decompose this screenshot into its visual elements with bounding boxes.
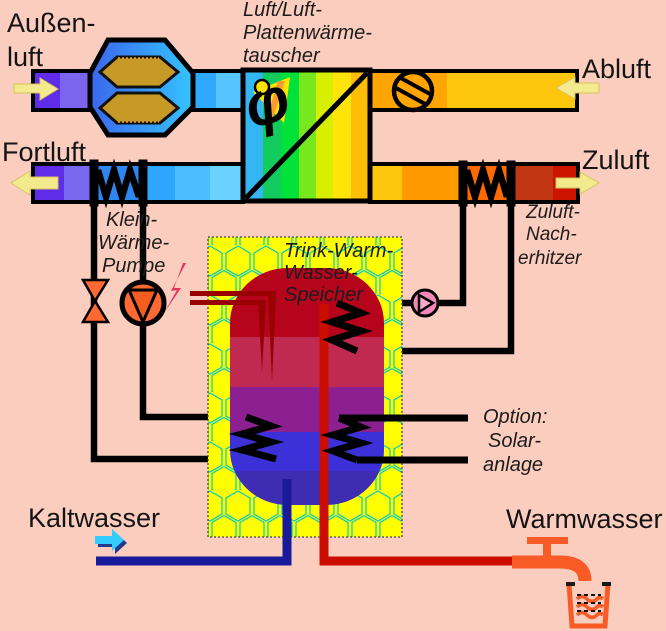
condenser-coil bbox=[228, 413, 285, 463]
label-warmwasser: Warmwasser bbox=[506, 504, 663, 534]
water-glass-icon bbox=[566, 582, 611, 629]
label-heat-exchanger: Luft/Luft- Plattenwärme- tauscher bbox=[243, 0, 372, 67]
label-aussenluft-2: luft bbox=[7, 42, 44, 72]
svg-text:Wärme-: Wärme- bbox=[98, 232, 169, 254]
expansion-valve bbox=[80, 278, 111, 324]
electric-lightning-icon bbox=[164, 263, 186, 313]
label-abluft: Abluft bbox=[582, 54, 652, 84]
faucet-icon bbox=[512, 537, 592, 582]
airflow-arrow-fortluft bbox=[10, 170, 59, 196]
airflow-arrow-abluft bbox=[555, 76, 600, 100]
solar-coil bbox=[320, 414, 468, 464]
svg-text:anlage: anlage bbox=[483, 454, 543, 476]
labels: Außen- luft Fortluft Abluft Zuluft Kaltw… bbox=[2, 0, 663, 534]
filter-hexagon-bottom bbox=[97, 91, 181, 125]
fan-icon bbox=[391, 69, 435, 113]
svg-text:Luft/Luft-: Luft/Luft- bbox=[243, 0, 322, 21]
svg-text:Nach-: Nach- bbox=[526, 224, 577, 245]
label-heat-pump: Klein- Wärme- Pumpe bbox=[98, 209, 169, 277]
label-kaltwasser: Kaltwasser bbox=[28, 503, 160, 533]
label-aussenluft: Außen- bbox=[7, 8, 96, 38]
cold-water-pipe bbox=[96, 479, 292, 566]
airflow-arrow-aussenluft bbox=[13, 77, 59, 101]
heat-pump-compressor bbox=[119, 279, 167, 327]
svg-text:Trink-Warm-: Trink-Warm- bbox=[284, 240, 394, 262]
cold-water-arrow bbox=[95, 529, 127, 554]
svg-text:Solar-: Solar- bbox=[488, 430, 541, 452]
degree-circle bbox=[253, 78, 271, 96]
airflow-arrow-zuluft bbox=[555, 171, 600, 195]
svg-text:Klein-: Klein- bbox=[106, 209, 157, 231]
label-zuluft: Zuluft bbox=[582, 145, 650, 175]
label-solar-option: Option: Solar- anlage bbox=[483, 406, 547, 476]
circulation-pump bbox=[410, 288, 440, 318]
svg-text:tauscher: tauscher bbox=[243, 45, 321, 67]
filter-hexagon-top bbox=[97, 55, 181, 89]
zuluft-reheater-coil bbox=[338, 158, 516, 355]
reheater-tank-coil bbox=[320, 299, 373, 355]
exhaust-air-duct bbox=[368, 69, 579, 113]
label-fortluft: Fortluft bbox=[2, 137, 87, 167]
electric-heater-element bbox=[190, 291, 276, 382]
svg-text:Option:: Option: bbox=[483, 406, 547, 428]
earth-heat-exchanger bbox=[87, 37, 196, 138]
label-tank: Trink-Warm- Wasser- Speicher bbox=[284, 240, 394, 306]
svg-text:Pumpe: Pumpe bbox=[102, 255, 165, 277]
svg-text:erhitzer: erhitzer bbox=[518, 248, 582, 269]
svg-text:Plattenwärme-: Plattenwärme- bbox=[243, 22, 372, 44]
svg-text:Zuluft-: Zuluft- bbox=[525, 202, 580, 223]
svg-text:Wasser-: Wasser- bbox=[284, 262, 358, 284]
label-reheater: Zuluft- Nach- erhitzer bbox=[518, 202, 582, 269]
svg-text:Speicher: Speicher bbox=[284, 284, 364, 306]
extract-air-duct bbox=[31, 162, 245, 204]
hot-water-pipe bbox=[319, 304, 512, 566]
plate-heat-exchanger: φ bbox=[237, 64, 373, 204]
